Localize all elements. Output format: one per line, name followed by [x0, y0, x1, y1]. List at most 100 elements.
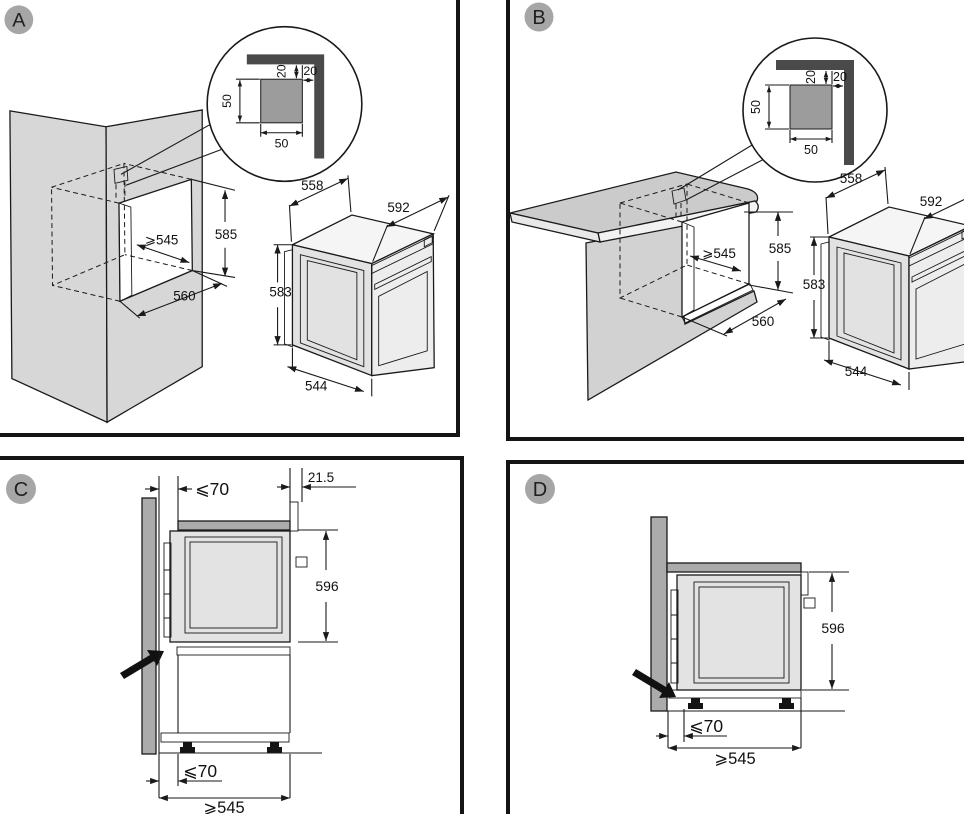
- dim-min-depth-label: ⩾545: [203, 799, 244, 814]
- cabinet-top-panel: [177, 520, 291, 531]
- dim-niche-width: 560: [119, 270, 228, 319]
- oven-illustration: [820, 206, 964, 370]
- oven-side-inner-line: [698, 586, 785, 679]
- dim-oven-height: 583: [269, 244, 292, 346]
- badge-circle: [525, 474, 555, 504]
- dim-front-height-label: 596: [315, 578, 339, 594]
- callout-leader-lines: [677, 141, 767, 201]
- dim-top-side-gap-label: ⩽70: [195, 479, 229, 499]
- hidden-niche-outline: [619, 183, 750, 318]
- panel-d-under-counter-side-view: D: [506, 460, 964, 814]
- rear-spacer-knob: [295, 556, 308, 568]
- dim-top-side-gap: ⩽70: [145, 476, 229, 521]
- oven-side-window: [184, 536, 283, 634]
- panel-d-drawing: D: [525, 474, 849, 768]
- dim-oven-depth-label: 558: [840, 171, 863, 186]
- dim-niche-height: 585: [744, 211, 794, 294]
- niche-dimensions: ⩾545 585 560: [681, 211, 794, 337]
- dim-oven-height-label: 583: [269, 284, 291, 299]
- dim-niche-height: 585: [191, 178, 237, 279]
- oven-frame-lip: [289, 501, 299, 532]
- dim-bottom-side-gap: ⩽70: [146, 754, 222, 786]
- dim-oven-depth-label: 558: [301, 178, 323, 193]
- dim-square-width-label: 50: [804, 143, 818, 157]
- dim-oven-width: 592: [909, 189, 964, 255]
- dim-square-height-label: 50: [749, 100, 763, 114]
- callout-dimensions: 20 20 50 50: [220, 64, 317, 150]
- panel-label: D: [533, 479, 547, 501]
- panel-a-built-in-column: A ⩾545: [0, 0, 460, 437]
- oven-foot: [688, 698, 703, 709]
- tall-cabinet-illustration: [9, 109, 203, 424]
- hinge-marks: [671, 614, 678, 664]
- rear-spacer-knob: [803, 597, 816, 609]
- panel-c-drawing: C: [6, 468, 356, 814]
- dim-front-height-label: 596: [821, 620, 845, 636]
- door-hinge-strip: [163, 542, 172, 638]
- oven-side: [291, 243, 373, 377]
- cabinet-foot: [180, 742, 195, 753]
- oven-base-panel: [668, 689, 802, 699]
- corner-detail-callout: 20 20 50 50: [120, 25, 363, 186]
- niche-inner-wall: [118, 202, 133, 302]
- dim-oven-depth: 558: [288, 175, 352, 242]
- worktop-top: [510, 171, 759, 234]
- dim-front-protrusion-label: 21.5: [308, 470, 334, 485]
- oven-control-panel: [371, 235, 434, 275]
- dim-niche-height-label: 585: [215, 227, 237, 242]
- panel-label-badge: B: [524, 2, 554, 32]
- panel-label: C: [14, 479, 28, 501]
- adjacent-wall-panel: [650, 516, 668, 712]
- dim-niche-depth-label: ⩾545: [145, 233, 179, 248]
- dim-oven-bottom-depth: 544: [823, 341, 910, 390]
- bracket-position-square: [113, 165, 129, 184]
- oven-front: [371, 232, 435, 377]
- dim-niche-width-label: 560: [173, 288, 195, 303]
- worktop-end-edge: [510, 212, 601, 243]
- panel-c-column-side-view: C: [0, 456, 464, 814]
- panel-label: A: [12, 10, 26, 32]
- dim-oven-width: 592: [372, 194, 450, 262]
- cabinet-bottom-panel: [160, 732, 290, 743]
- dim-square-width-label: 50: [275, 137, 289, 151]
- badge-circle: [6, 474, 36, 504]
- dim-front-height: 596: [298, 529, 339, 643]
- dim-top-offset-label: 20: [804, 70, 818, 84]
- oven-dimensions: 558 592 583 544: [803, 166, 964, 390]
- door-hinge-strip: [670, 589, 679, 684]
- oven-control-panel: [908, 230, 964, 267]
- dim-bottom-side-gap-label: ⩽70: [183, 761, 217, 781]
- adjacent-wall-panel: [141, 497, 157, 755]
- niche-dimensions: ⩾545 585 560: [119, 178, 237, 319]
- panel-label: B: [532, 7, 545, 29]
- badge-circle: [524, 2, 554, 32]
- oven-side-window: [693, 581, 790, 684]
- oven-dimensions: 558 592 583 544: [269, 175, 450, 397]
- panel-label-badge: A: [4, 5, 34, 35]
- bracket-square: [789, 84, 833, 130]
- oven-front: [908, 228, 964, 370]
- panel-b-under-counter: B ⩾545: [506, 0, 964, 441]
- cabinet-sides: [177, 655, 291, 733]
- dim-min-depth-label: ⩾545: [714, 750, 755, 768]
- side-view-illustration: [120, 497, 322, 755]
- hidden-niche-outline: [51, 162, 193, 302]
- dim-front-protrusion: 21.5: [277, 468, 356, 521]
- dim-oven-height-label: 583: [803, 277, 826, 292]
- dim-top-offset-label: 20: [274, 64, 288, 78]
- dim-side-offset-label: 20: [303, 64, 317, 78]
- dim-min-depth: ⩾545: [667, 698, 802, 768]
- oven-handle: [911, 250, 964, 283]
- niche-inner-wall: [681, 221, 695, 318]
- oven-door-edge: [820, 241, 830, 341]
- niche-floor-edge: [681, 283, 754, 324]
- dim-niche-depth: ⩾545: [689, 246, 742, 272]
- dim-niche-width: 560: [681, 298, 787, 337]
- oven-illustration: [284, 214, 436, 377]
- oven-display: [961, 230, 964, 240]
- dim-oven-height: 583: [803, 236, 828, 339]
- oven-handle: [374, 255, 432, 291]
- dim-niche-width-label: 560: [752, 314, 775, 329]
- panel-label-badge: D: [525, 474, 555, 504]
